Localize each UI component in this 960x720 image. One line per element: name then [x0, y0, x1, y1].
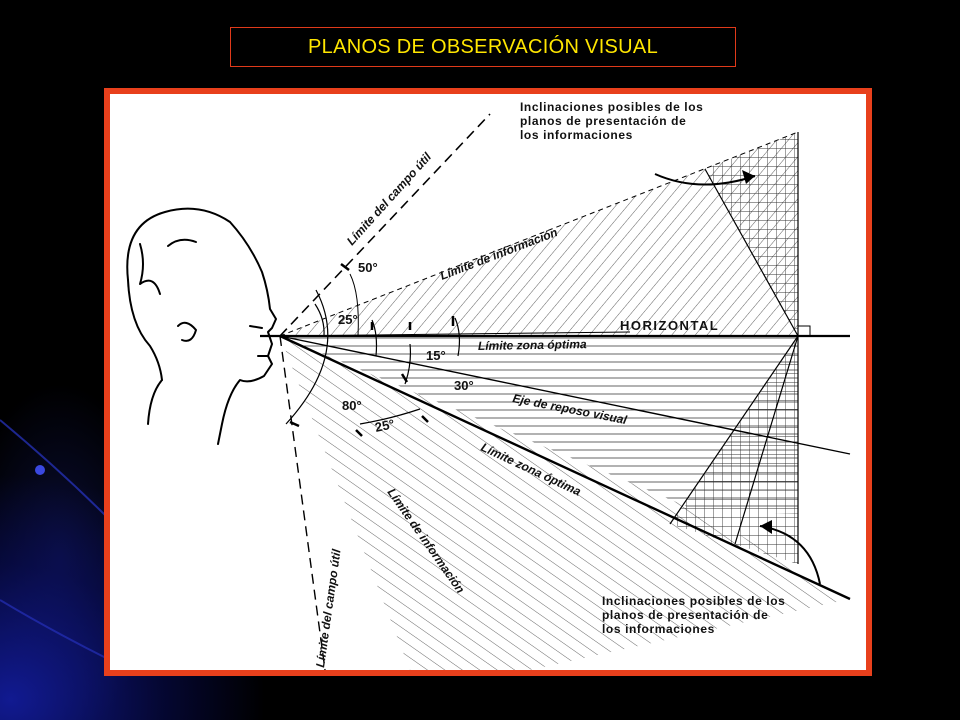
inclined-plane-line-3 [734, 335, 799, 545]
note-top-line-3: los informaciones [520, 128, 633, 142]
grid-area-bottom [670, 336, 798, 564]
upper-useful-field-line [279, 113, 491, 337]
note-bottom: Inclinaciones posibles de los planos de … [602, 594, 785, 636]
label-campo-util-bottom: Límite del campo útil [313, 548, 344, 669]
angle-25-bottom: 25° [374, 416, 396, 435]
slide-title: PLANOS DE OBSERVACIÓN VISUAL [308, 35, 658, 58]
note-bottom-line-3: los informaciones [602, 622, 715, 636]
note-bottom-line-1: Inclinaciones posibles de los [602, 594, 786, 608]
note-top-line-2: planos de presentación de [520, 114, 687, 128]
upper-information-line [279, 131, 799, 337]
bullet-dot [35, 465, 45, 475]
arc-25-bottom [359, 408, 421, 425]
title-box: PLANOS DE OBSERVACIÓN VISUAL [230, 27, 736, 67]
label-zona-optima-top: Límite zona óptima [478, 337, 587, 353]
arc-outer [454, 317, 461, 357]
note-bottom-line-2: planos de presentación de [602, 608, 769, 622]
angle-25-top: 25° [338, 312, 358, 327]
lower-optimum-line [279, 334, 851, 601]
upper-optimum-line [279, 331, 631, 337]
inclined-plane-line-2 [669, 335, 799, 525]
lower-information-zone [280, 336, 850, 670]
arc-50 [349, 273, 359, 337]
arc-80 [285, 289, 329, 425]
angle-30: 30° [454, 378, 474, 393]
diagram-frame: HORIZONTAL Límite del campo útil Límite … [104, 88, 872, 676]
angle-50: 50° [358, 260, 378, 275]
lower-optimum-zone [280, 336, 798, 514]
angle-ticks [289, 263, 455, 437]
corner-mark [798, 325, 811, 336]
angle-15: 15° [426, 348, 446, 363]
arc-25-top [314, 303, 325, 337]
diagram-canvas: HORIZONTAL Límite del campo útil Límite … [110, 94, 866, 670]
lower-useful-field-line [279, 335, 326, 670]
visual-rest-axis [279, 335, 851, 455]
vision-diagram: HORIZONTAL Límite del campo útil Límite … [126, 113, 851, 670]
note-top: Inclinaciones posibles de los planos de … [520, 100, 703, 142]
rotation-arrow-top [654, 173, 756, 186]
label-campo-util-top: Límite del campo útil [344, 149, 435, 248]
head-profile [126, 207, 277, 445]
rotation-arrow-top-head [742, 170, 755, 184]
angle-80: 80° [342, 398, 362, 413]
inclined-plane-line-1 [704, 168, 799, 337]
note-top-line-1: Inclinaciones posibles de los [520, 100, 704, 114]
horizontal-label: HORIZONTAL [620, 318, 719, 333]
rotation-arrow-bottom-head [760, 520, 772, 534]
